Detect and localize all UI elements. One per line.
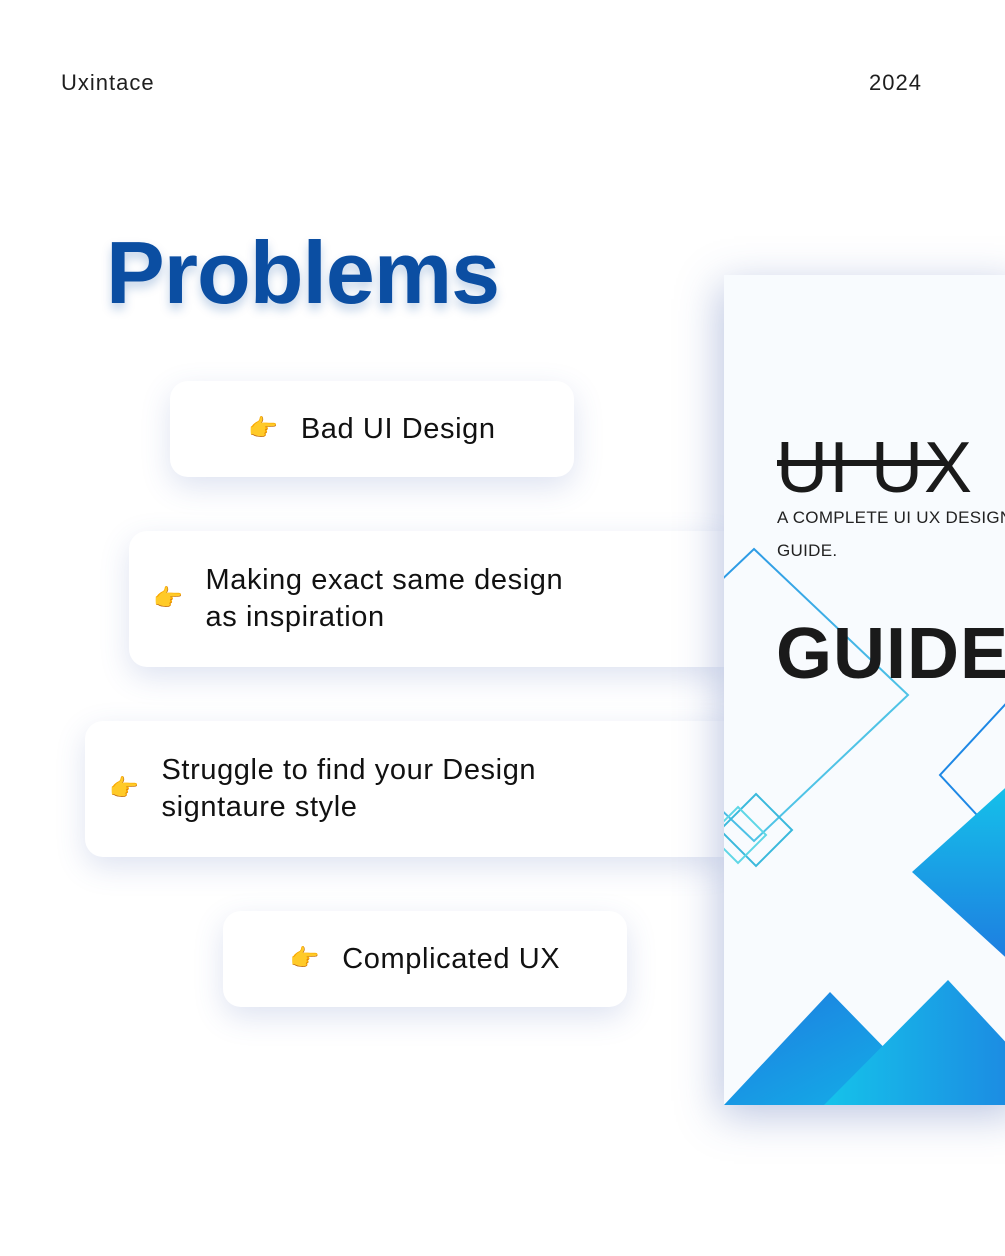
problem-card: 👉 Making exact same design as inspiratio… [129, 531, 724, 667]
page-title: Problems [106, 223, 500, 322]
book-title-line1: UI UX [776, 428, 974, 508]
problem-text: Struggle to find your Design signtaure s… [161, 754, 537, 823]
brand-name: Uxintace [61, 70, 155, 95]
pointing-hand-icon: 👉 [109, 775, 140, 802]
book-title-line2: GUIDE [776, 614, 1005, 694]
book-subtitle: A COMPLETE UI UX DESIGN GUIDE. [777, 508, 1005, 560]
problem-text: Complicated UX [342, 942, 561, 975]
book-title: UI UX GUIDE [776, 313, 1005, 809]
problem-card: 👉 Complicated UX [223, 911, 627, 1007]
problem-card: 👉 Struggle to find your Design signtaure… [85, 721, 724, 857]
pointing-hand-icon: 👉 [248, 415, 279, 442]
year-label: 2024 [869, 70, 922, 95]
pointing-hand-icon: 👉 [153, 585, 184, 612]
book-cover-art [724, 547, 1005, 1105]
problem-text: Bad UI Design [300, 412, 496, 445]
pointing-hand-icon: 👉 [289, 945, 321, 972]
book-cover: UI UX GUIDE A COMPLETE UI UX DESIGN GUID… [724, 275, 1005, 1105]
book-title-underline [777, 460, 945, 466]
problem-card: 👉 Bad UI Design [170, 381, 574, 477]
problem-text: Making exact same design as inspiration [205, 564, 564, 633]
